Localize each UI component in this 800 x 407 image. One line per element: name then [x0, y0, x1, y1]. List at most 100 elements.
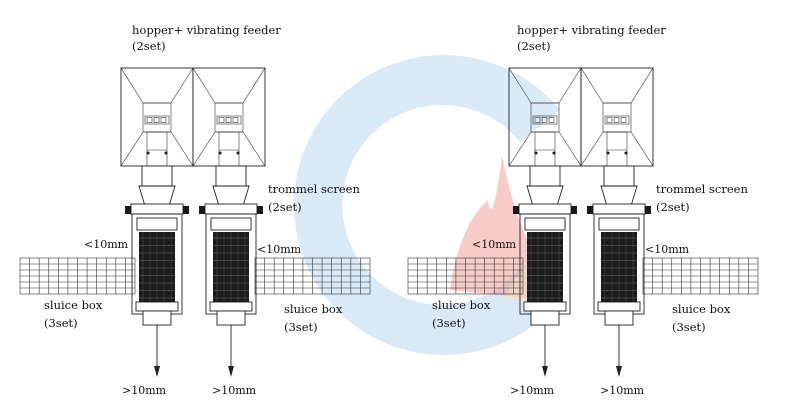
feeder-panel [144, 115, 170, 125]
trommel-outlet [530, 310, 560, 326]
hopper-funnel [192, 67, 266, 104]
feeder-port [541, 117, 548, 123]
trommel-hood [138, 185, 176, 207]
hopper-funnel [580, 131, 654, 167]
trommel-ring [210, 217, 252, 231]
feeder-port [534, 117, 541, 123]
sluice-box-label-b: sluice box [672, 302, 731, 316]
trommel-outlet-ring [523, 301, 567, 312]
feeder-panel [604, 115, 630, 125]
hopper-frame [580, 67, 654, 167]
oversize-label-a: >10mm [510, 384, 555, 397]
sluice-box-label-b: sluice box [284, 302, 343, 316]
hopper-qty: (2set) [132, 39, 166, 53]
left-plant-group [19, 67, 371, 377]
trommel-inlet [603, 165, 635, 187]
trommel-screen [513, 165, 577, 377]
bolt [552, 151, 556, 155]
trommel-ring [524, 217, 566, 231]
feeder-panel [216, 115, 242, 125]
trommel-bracket [130, 203, 184, 215]
trommel-qty: (2set) [656, 200, 690, 214]
trommel-motor [199, 206, 205, 214]
hopper-funnel [120, 131, 194, 167]
feeder-chute [146, 131, 168, 167]
sluice-box-qty-b: (3set) [284, 320, 318, 334]
undersize-label-a: <10mm [84, 238, 129, 251]
oversize-label-a: >10mm [122, 384, 167, 397]
trommel-hood [600, 185, 638, 207]
bolt [164, 151, 168, 155]
trommel-ring [136, 217, 178, 231]
trommel-screen [587, 165, 651, 377]
bolt [606, 151, 610, 155]
arrow-head [542, 366, 548, 377]
trommel-motor [125, 206, 131, 214]
feeder-port [548, 117, 555, 123]
trommel-outlet [216, 310, 246, 326]
undersize-label-b: <10mm [645, 243, 690, 256]
oversize-label-b: >10mm [212, 384, 257, 397]
trommel-ring [598, 217, 640, 231]
feeder-port [613, 117, 620, 123]
arrow-head [228, 366, 234, 377]
feeder-port [146, 117, 153, 123]
feeder-port [232, 117, 239, 123]
hopper-label: hopper+ vibrating feeder [517, 23, 666, 37]
feeder-chute [606, 131, 628, 167]
trommel-label: trommel screen [268, 182, 360, 196]
trommel-bracket [518, 203, 572, 215]
sluice-box-qty-a: (3set) [432, 316, 466, 330]
trommel-motor [587, 206, 593, 214]
sluice-box [254, 257, 371, 295]
feeder-chute [534, 131, 556, 167]
hopper-frame [192, 67, 266, 167]
hopper-label: hopper+ vibrating feeder [132, 23, 281, 37]
hopper-frame [120, 67, 194, 167]
trommel-outlet-ring [135, 301, 179, 312]
feeder-port [225, 117, 232, 123]
sluice-box [407, 257, 524, 295]
feeder-port [218, 117, 225, 123]
trommel-motor [645, 206, 651, 214]
bolt [146, 151, 150, 155]
trommel-motor [571, 206, 577, 214]
oversize-label-b: >10mm [600, 384, 645, 397]
feeder-chute [218, 131, 240, 167]
trommel-qty: (2set) [268, 200, 302, 214]
trommel-outlet-ring [209, 301, 253, 312]
hopper-feeder [120, 67, 194, 167]
trommel-screen [125, 165, 189, 377]
sluice-box-qty-b: (3set) [672, 320, 706, 334]
trommel-hood [526, 185, 564, 207]
right-labels: hopper+ vibrating feeder (2set) trommel … [432, 23, 748, 397]
hopper-feeder [192, 67, 266, 167]
hopper-qty: (2set) [517, 39, 551, 53]
feeder-port [620, 117, 627, 123]
hopper-funnel [580, 67, 654, 104]
sluice-box [19, 257, 136, 295]
sluice-box-label-a: sluice box [44, 298, 103, 312]
trommel-motor [513, 206, 519, 214]
undersize-label-a: <10mm [472, 238, 517, 251]
bolt [218, 151, 222, 155]
sluice-box-qty-a: (3set) [44, 316, 78, 330]
hopper-funnel [120, 67, 194, 104]
feeder-port [606, 117, 613, 123]
trommel-motor [183, 206, 189, 214]
trommel-outlet-ring [597, 301, 641, 312]
bolt [534, 151, 538, 155]
trommel-hood [212, 185, 250, 207]
trommel-motor [257, 206, 263, 214]
sluice-box-label-a: sluice box [432, 298, 491, 312]
hopper-funnel [192, 131, 266, 167]
undersize-label-b: <10mm [257, 243, 302, 256]
trommel-label: trommel screen [656, 182, 748, 196]
trommel-outlet [142, 310, 172, 326]
bolt [624, 151, 628, 155]
arrow-head [616, 366, 622, 377]
hopper-feeder [580, 67, 654, 167]
bolt [236, 151, 240, 155]
